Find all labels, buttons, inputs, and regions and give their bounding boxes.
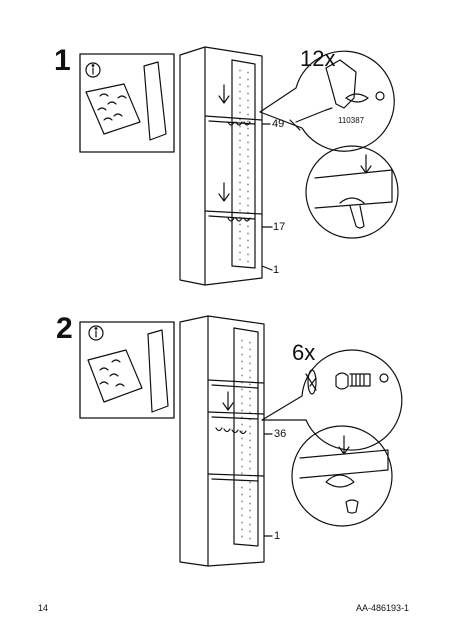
shelf-panel-icon: [147, 329, 169, 413]
bookcase-step2: [179, 315, 273, 567]
step1-callout-1: 1: [273, 264, 280, 276]
info-icon: [85, 62, 101, 78]
step2-callout-36: 36: [274, 428, 287, 440]
info-icon: [88, 325, 104, 341]
step-number-2: 2: [56, 312, 73, 345]
detail-cam-install-step1: [305, 145, 399, 239]
detail-cam-lock-step1: [259, 50, 395, 152]
step1-callout-49: 49: [272, 118, 285, 130]
detail-dowel-step2: [261, 349, 403, 451]
step1-part-number: 110387: [338, 116, 365, 125]
step2-callout-1: 1: [274, 530, 281, 542]
detail-dowel-install-step2: [291, 425, 393, 527]
step2-quantity: 6x: [292, 340, 316, 365]
page-number: 14: [38, 603, 49, 613]
document-code: AA-486193-1: [356, 603, 410, 613]
step1-quantity: 12x: [300, 46, 336, 71]
step1-info-panel: [79, 53, 175, 153]
shelf-panel-icon: [143, 61, 167, 141]
hardware-bag-icon: [87, 349, 143, 403]
bookcase-step1: [179, 46, 273, 286]
hardware-bag-icon: [85, 83, 141, 135]
step1-callout-17: 17: [273, 221, 286, 233]
step2-info-panel: [79, 321, 175, 419]
step-number-1: 1: [54, 44, 71, 77]
